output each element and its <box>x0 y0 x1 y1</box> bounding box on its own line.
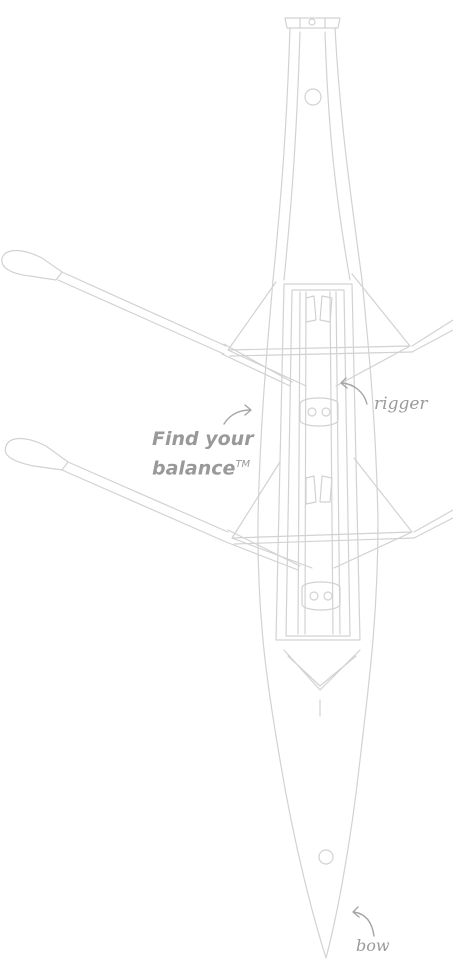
tagline: Find your balanceTM <box>152 427 254 481</box>
trademark-mark: TM <box>235 459 251 470</box>
foot-stretcher-1 <box>305 295 333 323</box>
tagline-word: balance <box>152 457 236 480</box>
oar-port-1 <box>1 249 293 387</box>
tagline-line-2: balanceTM <box>152 452 254 481</box>
oar-starboard-2 <box>413 509 453 539</box>
seat-1 <box>299 397 339 427</box>
foot-stretcher-2 <box>305 475 333 505</box>
curved-arrow-icon <box>223 404 252 425</box>
bow-label: bow <box>356 936 390 955</box>
tagline-line-1: Find your <box>152 428 254 450</box>
curved-arrow-icon <box>340 377 368 405</box>
stern-vent <box>304 88 322 106</box>
rigger-label: rigger <box>374 394 428 414</box>
seat-2 <box>301 581 341 611</box>
cockpit <box>275 283 361 641</box>
stern-fitting <box>284 17 341 29</box>
rigger-1 <box>227 273 413 387</box>
bow-deck <box>283 649 361 717</box>
hull-outline <box>257 27 379 959</box>
oar-port-2 <box>4 437 301 571</box>
hull-inner-line <box>283 31 351 281</box>
curved-arrow-icon <box>352 906 375 937</box>
bow-vent <box>318 849 334 865</box>
oar-starboard-1 <box>411 319 453 353</box>
